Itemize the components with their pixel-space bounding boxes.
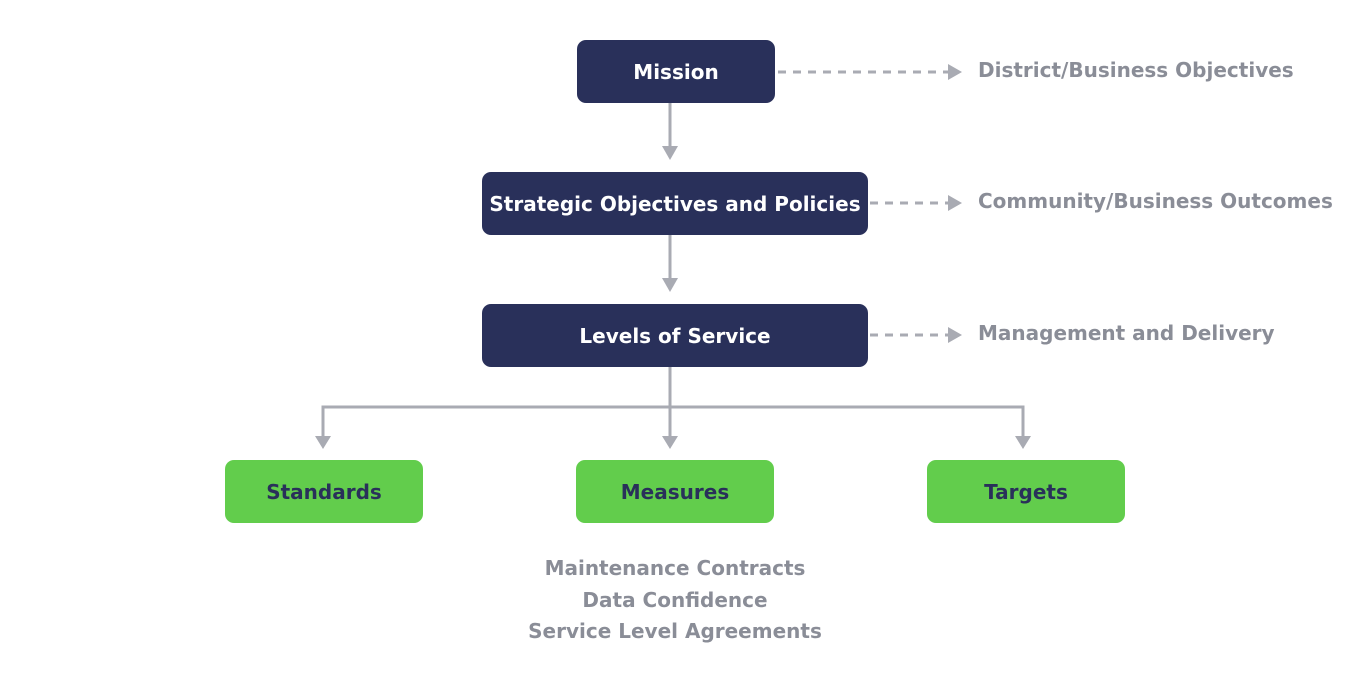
levels-of-service-box: Levels of Service (482, 304, 868, 367)
strategic-objectives-box: Strategic Objectives and Policies (482, 172, 868, 235)
arrowhead-measures (662, 436, 678, 449)
targets-box: Targets (927, 460, 1125, 523)
arrowhead-strategic (662, 146, 678, 160)
outcome-label-service: Management and Delivery (978, 321, 1275, 345)
arrowhead-service (662, 278, 678, 292)
outcome-label-mission: District/Business Objectives (978, 58, 1294, 82)
measures-box: Measures (576, 460, 774, 523)
arrowhead-targets (1015, 436, 1031, 449)
arrowhead-outcome-service (948, 327, 962, 343)
measures-note-item: Data Confidence (582, 587, 768, 612)
branch-bar (321, 405, 1025, 438)
mission-box: Mission (577, 40, 775, 103)
arrowhead-outcome-mission (948, 64, 962, 80)
standards-box: Standards (225, 460, 423, 523)
measures-note-item: Service Level Agreements (528, 619, 822, 643)
arrowhead-standards (315, 436, 331, 449)
strategic-objectives-label: Strategic Objectives and Policies (489, 191, 861, 216)
arrowhead-outcome-strategic (948, 195, 962, 211)
standards-label: Standards (266, 479, 382, 504)
mission-label: Mission (633, 59, 719, 84)
outcome-label-strategic: Community/Business Outcomes (978, 189, 1333, 213)
targets-label: Targets (984, 479, 1068, 504)
measures-label: Measures (620, 479, 730, 504)
levels-of-service-label: Levels of Service (579, 323, 771, 348)
measures-notes: Maintenance Contracts Data Confidence Se… (475, 553, 875, 648)
measures-note-item: Maintenance Contracts (544, 556, 806, 580)
